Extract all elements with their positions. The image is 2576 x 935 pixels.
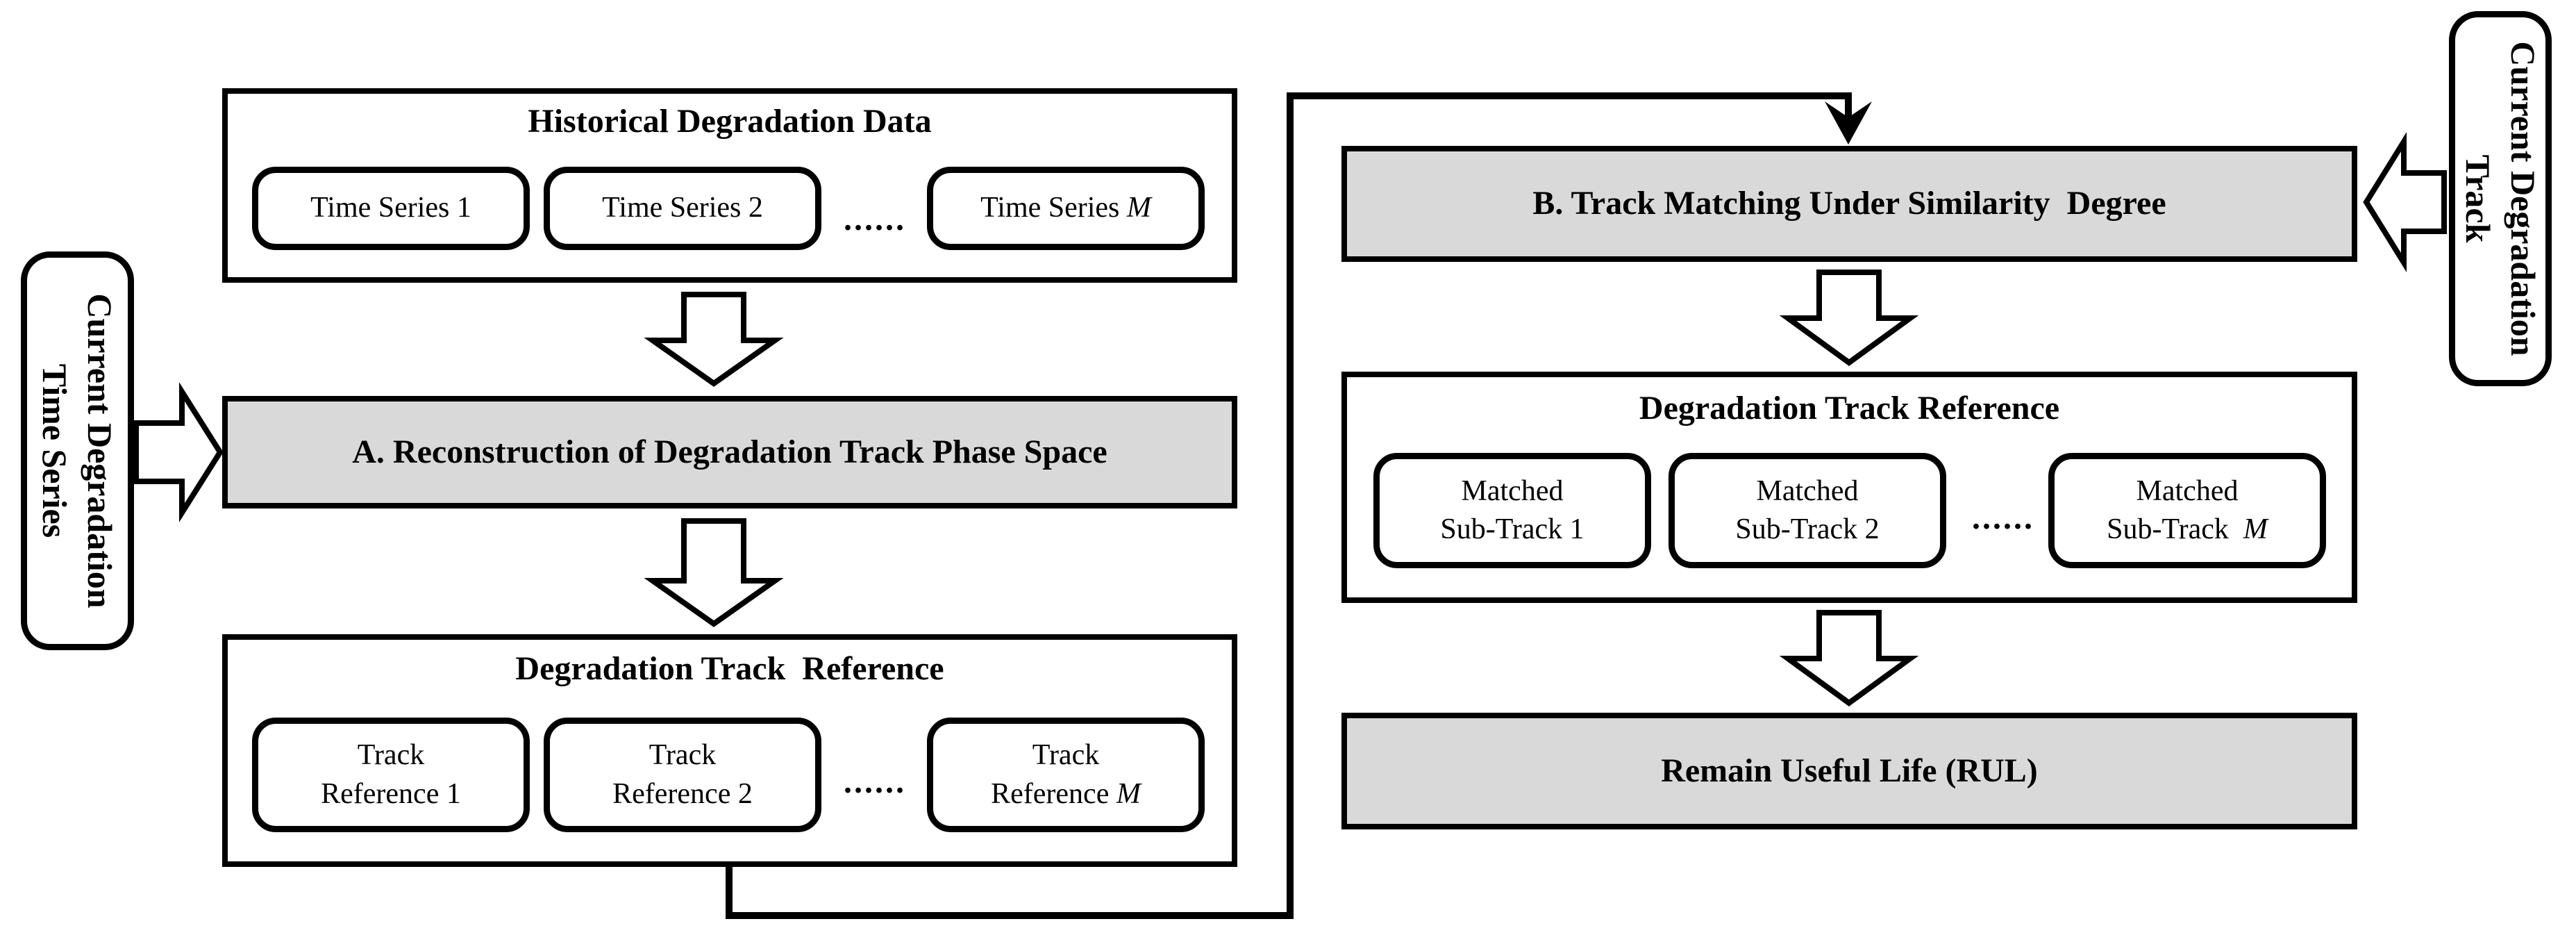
time-series-2-box: Time Series 2 — [544, 167, 821, 250]
right-block-arrow-series-to-a-icon — [133, 382, 224, 522]
step-a-box: A. Reconstruction of Degradation Track P… — [222, 396, 1237, 508]
historical-data-title: Historical Degradation Data — [528, 102, 932, 140]
time-series-m-box: Time Series M — [927, 167, 1205, 250]
track-reference-title: Degradation Track Reference — [515, 649, 944, 687]
down-block-arrow-b-to-reference-icon — [1779, 270, 1919, 366]
track-reference-ellipsis: ...... — [844, 763, 906, 800]
step-b-box: B. Track Matching Under Similarity Degre… — [1341, 146, 2357, 262]
down-block-arrow-historical-to-a-icon — [644, 292, 784, 387]
rul-label: Remain Useful Life (RUL) — [1661, 752, 2038, 789]
elbow-connector-arrowhead-icon — [1825, 101, 1872, 144]
step-a-label: A. Reconstruction of Degradation Track P… — [352, 433, 1107, 470]
matched-reference-ellipsis: ...... — [1972, 499, 2034, 536]
down-block-arrow-a-to-reference-icon — [644, 518, 784, 627]
down-block-arrow-reference-to-rul-icon — [1779, 610, 1919, 706]
time-series-m-label: Time Series M — [980, 192, 1151, 224]
matched-reference-title: Degradation Track Reference — [1639, 389, 2060, 427]
historical-ellipsis: ...... — [844, 200, 906, 238]
rul-box: Remain Useful Life (RUL) — [1341, 713, 2357, 829]
time-series-2-label: Time Series 2 — [602, 192, 763, 224]
step-b-label: B. Track Matching Under Similarity Degre… — [1532, 185, 2166, 222]
left-block-arrow-track-to-b-icon — [2363, 131, 2447, 273]
time-series-1-box: Time Series 1 — [252, 167, 530, 250]
time-series-1-label: Time Series 1 — [310, 192, 471, 224]
